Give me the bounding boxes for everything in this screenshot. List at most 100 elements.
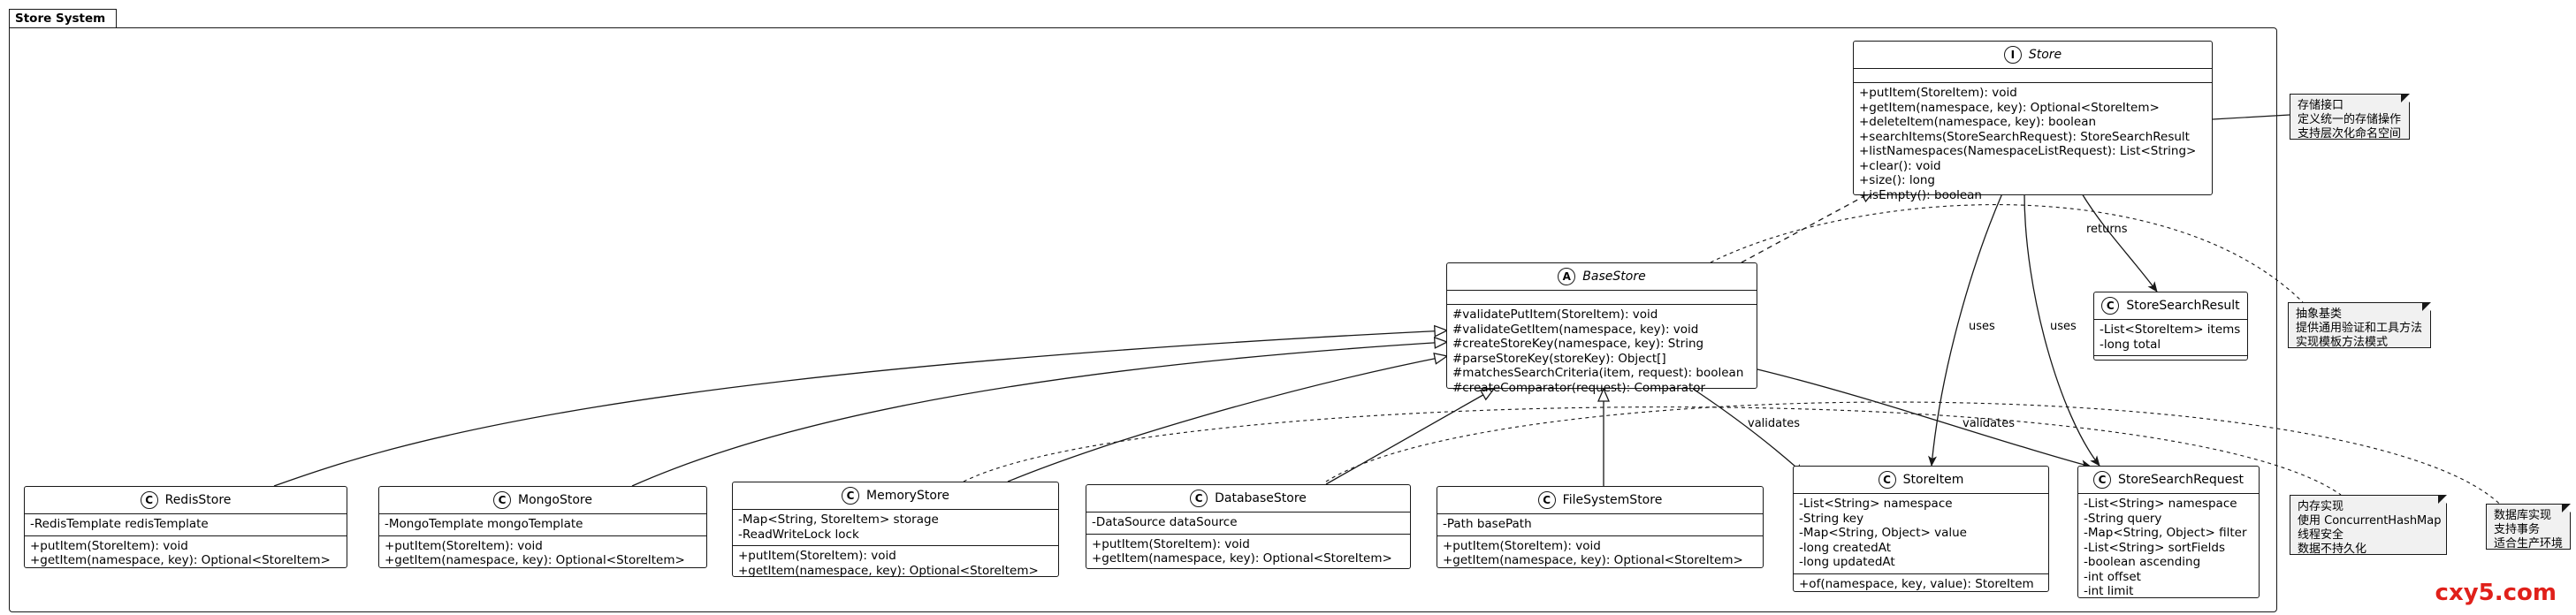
method-row: #createStoreKey(namespace, key): String	[1452, 337, 1704, 351]
field-row: -ReadWriteLock lock	[738, 527, 859, 542]
edge-label-validates-item: validates	[1748, 417, 1800, 430]
note-line: 内存实现	[2298, 500, 2344, 513]
class-fields: -MongoTemplate mongoTemplate	[379, 513, 706, 535]
class-badge-icon: C	[1878, 471, 1896, 489]
class-mongostore[interactable]: C MongoStore -MongoTemplate mongoTemplat…	[378, 486, 707, 568]
class-fields: -Map<String, StoreItem> storage -ReadWri…	[733, 509, 1058, 545]
class-header: C StoreItem	[1794, 467, 2048, 493]
class-badge-icon: C	[2093, 471, 2112, 489]
class-header: C StoreSearchResult	[2094, 292, 2247, 319]
class-name: DatabaseStore	[1215, 491, 1307, 505]
note-line: 数据库实现	[2494, 509, 2552, 522]
class-storesearchrequest[interactable]: C StoreSearchRequest -List<String> names…	[2077, 466, 2260, 598]
method-row: #parseStoreKey(storeKey): Object[]	[1452, 351, 1666, 366]
edge-basestore-validates-searchrequest	[1757, 368, 2092, 468]
class-badge-icon: C	[2101, 297, 2120, 315]
method-row: +putItem(StoreItem): void	[1443, 538, 1601, 553]
watermark: cxy5.com	[2435, 580, 2557, 606]
method-row: +putItem(StoreItem): void	[738, 549, 896, 563]
method-row: +getItem(namespace, key): Optional<Store…	[1092, 551, 1392, 566]
method-row: +size(): long	[1859, 173, 1935, 187]
class-fields: -DataSource dataSource	[1086, 512, 1410, 534]
class-header: C StoreSearchRequest	[2078, 467, 2259, 493]
note-basestore: 抽象基类 提供通用验证和工具方法 实现模板方法模式	[2288, 302, 2431, 349]
note-line: 实现模板方法模式	[2296, 336, 2389, 349]
method-row: +putItem(StoreItem): void	[1859, 86, 2017, 100]
field-row: -long createdAt	[1799, 540, 1892, 555]
method-row: #validateGetItem(namespace, key): void	[1452, 322, 1699, 337]
class-name: RedisStore	[164, 493, 232, 507]
note-line: 线程安全	[2298, 528, 2344, 542]
class-storeitem[interactable]: C StoreItem -List<String> namespace -Str…	[1793, 466, 2049, 592]
note-line: 支持事务	[2494, 523, 2541, 536]
field-row: -long updatedAt	[1799, 555, 1895, 569]
class-badge-icon: C	[842, 487, 860, 505]
method-row: #createComparator(request): Comparator	[1452, 380, 1706, 395]
edge-label-uses-request: uses	[2050, 320, 2077, 333]
method-row: +putItem(StoreItem): void	[30, 538, 188, 553]
class-memorystore[interactable]: C MemoryStore -Map<String, StoreItem> st…	[732, 482, 1059, 578]
class-name: FileSystemStore	[1562, 493, 1663, 507]
note-line: 适合生产环境	[2494, 537, 2564, 550]
method-row: +putItem(StoreItem): void	[385, 538, 543, 553]
field-row: -List<String> namespace	[2084, 497, 2237, 511]
edge-basestore-validates-storeitem	[1692, 388, 1804, 475]
field-row: -MongoTemplate mongoTemplate	[385, 517, 583, 531]
edge-databasestore-extends-basestore	[1325, 389, 1494, 485]
class-storesearchresult[interactable]: C StoreSearchResult -List<StoreItem> ite…	[2093, 292, 2248, 361]
class-name: StoreSearchResult	[2126, 299, 2240, 313]
class-fields: -List<String> namespace -String query -M…	[2078, 493, 2259, 603]
class-databasestore[interactable]: C DatabaseStore -DataSource dataSource +…	[1086, 484, 1411, 569]
note-line: 定义统一的存储操作	[2298, 113, 2402, 126]
method-row: +getItem(namespace, key): Optional<Store…	[30, 553, 331, 567]
class-header: C DatabaseStore	[1086, 485, 1410, 512]
class-name: StoreSearchRequest	[2118, 473, 2244, 487]
class-badge-icon: C	[493, 491, 511, 509]
field-row: -String query	[2084, 511, 2162, 526]
class-redisstore[interactable]: C RedisStore -RedisTemplate redisTemplat…	[24, 486, 347, 568]
class-methods: +of(namespace, key, value): StoreItem	[1794, 573, 2048, 596]
class-header: A BaseStore	[1447, 263, 1757, 290]
class-badge-icon: C	[140, 491, 158, 509]
class-header: I Store	[1854, 42, 2212, 68]
field-row: -RedisTemplate redisTemplate	[30, 517, 209, 531]
class-store[interactable]: I Store +putItem(StoreItem): void +getIt…	[1853, 41, 2213, 202]
method-row: +isEmpty(): boolean	[1859, 187, 1982, 202]
note-store: 存储接口 定义统一的存储操作 支持层次化命名空间	[2290, 94, 2410, 140]
class-fields	[1854, 68, 2212, 82]
note-line: 支持层次化命名空间	[2298, 127, 2402, 140]
method-row: #matchesSearchCriteria(item, request): b…	[1452, 366, 1744, 380]
package-tab: Store System	[9, 9, 117, 28]
class-methods: +putItem(StoreItem): void +getItem(names…	[1437, 535, 1763, 572]
note-line: 使用 ConcurrentHashMap	[2298, 514, 2442, 528]
class-header: C MemoryStore	[733, 482, 1058, 509]
field-row: -Map<String, StoreItem> storage	[738, 512, 939, 527]
class-methods: +putItem(StoreItem): void +getItem(names…	[1854, 82, 2212, 206]
class-basestore[interactable]: A BaseStore #validatePutItem(StoreItem):…	[1446, 262, 1757, 395]
method-row: +clear(): void	[1859, 158, 1941, 173]
edge-label-returns: returns	[2086, 223, 2128, 236]
note-memorystore: 内存实现 使用 ConcurrentHashMap 线程安全 数据不持久化	[2290, 495, 2447, 556]
class-fields: -List<String> namespace -String key -Map…	[1794, 493, 2048, 573]
class-methods: +putItem(StoreItem): void +getItem(names…	[25, 535, 347, 572]
class-filesystemstore[interactable]: C FileSystemStore -Path basePath +putIte…	[1437, 486, 1764, 568]
field-row: -boolean ascending	[2084, 555, 2201, 569]
edge-store-uses-storeitem	[1928, 193, 2003, 467]
field-row: -List<String> sortFields	[2084, 540, 2226, 555]
note-line: 数据不持久化	[2298, 543, 2367, 556]
field-row: -List<String> namespace	[1799, 497, 1953, 511]
class-methods: #validatePutItem(StoreItem): void #valid…	[1447, 304, 1757, 399]
class-badge-icon: C	[1190, 490, 1208, 507]
class-name: BaseStore	[1582, 270, 1646, 284]
edge-mongostore-extends-basestore	[631, 342, 1447, 487]
method-row: +getItem(namespace, key): Optional<Store…	[738, 563, 1039, 578]
interface-badge-icon: I	[2003, 46, 2022, 64]
class-name: StoreItem	[1902, 473, 1964, 487]
field-row: -String key	[1799, 511, 1864, 526]
class-name: Store	[2028, 48, 2062, 62]
class-badge-icon: C	[1537, 491, 1556, 509]
note-link-databasestore	[1325, 401, 2507, 512]
field-row: -Map<String, Object> filter	[2084, 526, 2247, 540]
